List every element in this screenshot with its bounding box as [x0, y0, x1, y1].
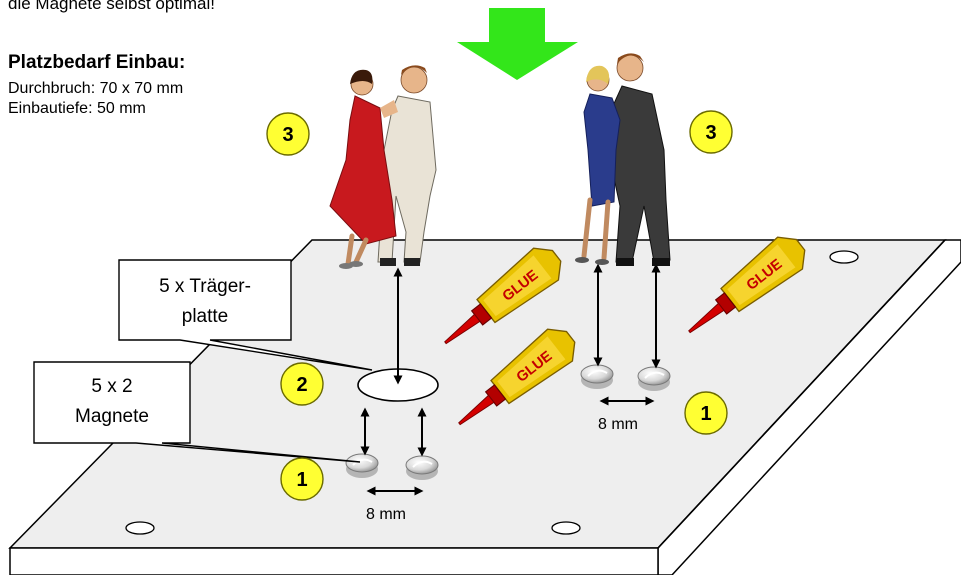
down-arrow-icon — [457, 8, 578, 80]
magnets-callout-line2: Magnete — [75, 406, 149, 427]
space-requirements-heading: Platzbedarf Einbau: — [8, 52, 186, 73]
cutout-spec: Durchbruch: 70 x 70 mm — [8, 80, 184, 97]
svg-text:3: 3 — [282, 124, 293, 146]
magnets-callout-line1: 5 x 2 — [91, 376, 132, 397]
carrier-plate-callout: 5 x Träger- platte — [118, 259, 373, 371]
depth-spec: Einbautiefe: 50 mm — [8, 100, 146, 117]
dancing-couple-figure — [575, 53, 671, 266]
spacing-label: 8 mm — [598, 416, 638, 433]
spacing-label: 8 mm — [366, 506, 406, 523]
step-badge-magnets: 1 — [684, 391, 728, 435]
magnet — [637, 366, 671, 392]
step-badge-carrier-plate: 2 — [280, 362, 324, 406]
svg-text:1: 1 — [700, 403, 711, 425]
step-badge-magnets: 1 — [280, 457, 324, 501]
dancing-couple-figure — [329, 65, 437, 269]
step-badge-figures: 3 — [266, 112, 310, 156]
carrier-plate-callout-line2: platte — [182, 306, 228, 327]
carrier-plate-callout-line1: 5 x Träger- — [159, 276, 251, 297]
magnet — [405, 455, 439, 481]
magnet — [345, 453, 379, 479]
mounting-hole — [551, 521, 581, 535]
magnet — [580, 364, 614, 390]
intro-text: die Magnete selbst optimal! — [8, 0, 215, 13]
magnets-callout: 5 x 2 Magnete — [33, 361, 361, 463]
step-badge-figures: 3 — [689, 110, 733, 154]
mounting-hole — [125, 521, 155, 535]
mounting-hole — [829, 250, 859, 264]
svg-text:2: 2 — [296, 374, 307, 396]
svg-text:1: 1 — [296, 469, 307, 491]
svg-text:3: 3 — [705, 122, 716, 144]
